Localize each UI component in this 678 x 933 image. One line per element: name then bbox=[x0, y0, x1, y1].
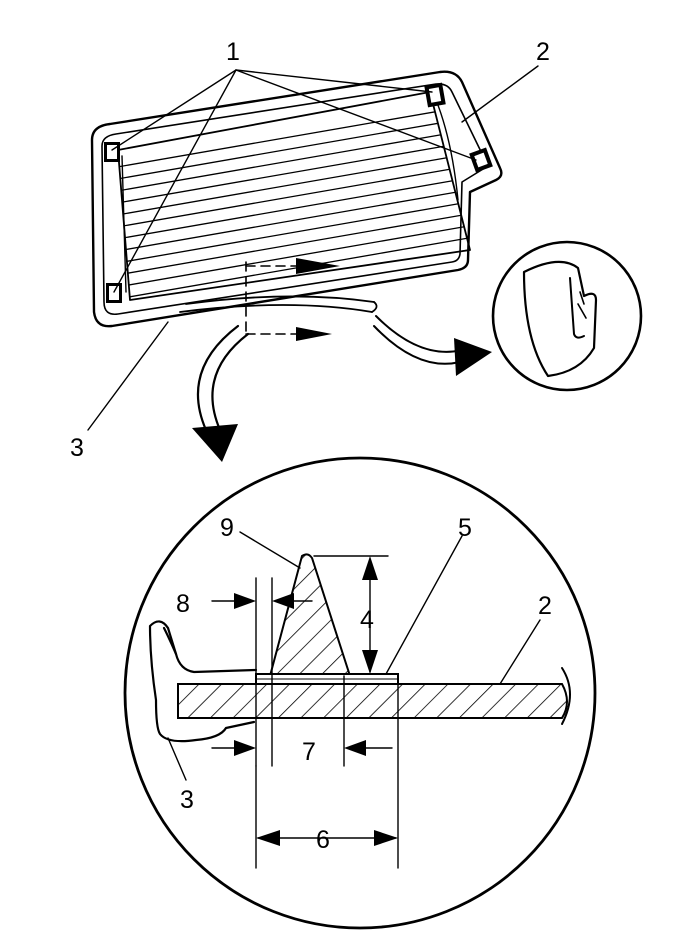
profile-circle bbox=[491, 240, 643, 392]
seal-channel-profile bbox=[148, 620, 258, 743]
arrow-to-profile bbox=[373, 315, 492, 376]
callout-9: 9 bbox=[220, 514, 234, 542]
seal-profile bbox=[522, 260, 598, 378]
section-arrow-top bbox=[296, 258, 340, 274]
urethane-bead bbox=[268, 553, 352, 677]
callout-3-top: 3 bbox=[70, 434, 84, 462]
side-seal-strip bbox=[435, 99, 459, 201]
callout-4: 4 bbox=[360, 606, 374, 634]
glass-outer-frame bbox=[90, 70, 503, 328]
glass-cross-section bbox=[177, 683, 568, 719]
callout-7: 7 bbox=[302, 738, 316, 766]
callout-1: 1 bbox=[226, 38, 240, 66]
leader-lines-top bbox=[87, 65, 539, 431]
section-detail-view bbox=[123, 456, 597, 930]
section-arrow-bottom bbox=[296, 327, 332, 341]
callout-8: 8 bbox=[176, 590, 190, 618]
section-circle bbox=[123, 456, 597, 930]
back-glass-panel bbox=[90, 70, 503, 341]
glass-inner-frame bbox=[101, 83, 489, 316]
loose-seal-channel bbox=[185, 295, 375, 305]
callout-2-top: 2 bbox=[536, 38, 550, 66]
callout-6: 6 bbox=[316, 826, 330, 854]
defroster-grid-lines bbox=[118, 103, 470, 300]
callout-3-detail: 3 bbox=[180, 786, 194, 814]
profile-detail-view bbox=[491, 240, 643, 392]
callout-5: 5 bbox=[458, 514, 472, 542]
arrow-to-section bbox=[192, 324, 250, 462]
callout-2-detail: 2 bbox=[538, 592, 552, 620]
